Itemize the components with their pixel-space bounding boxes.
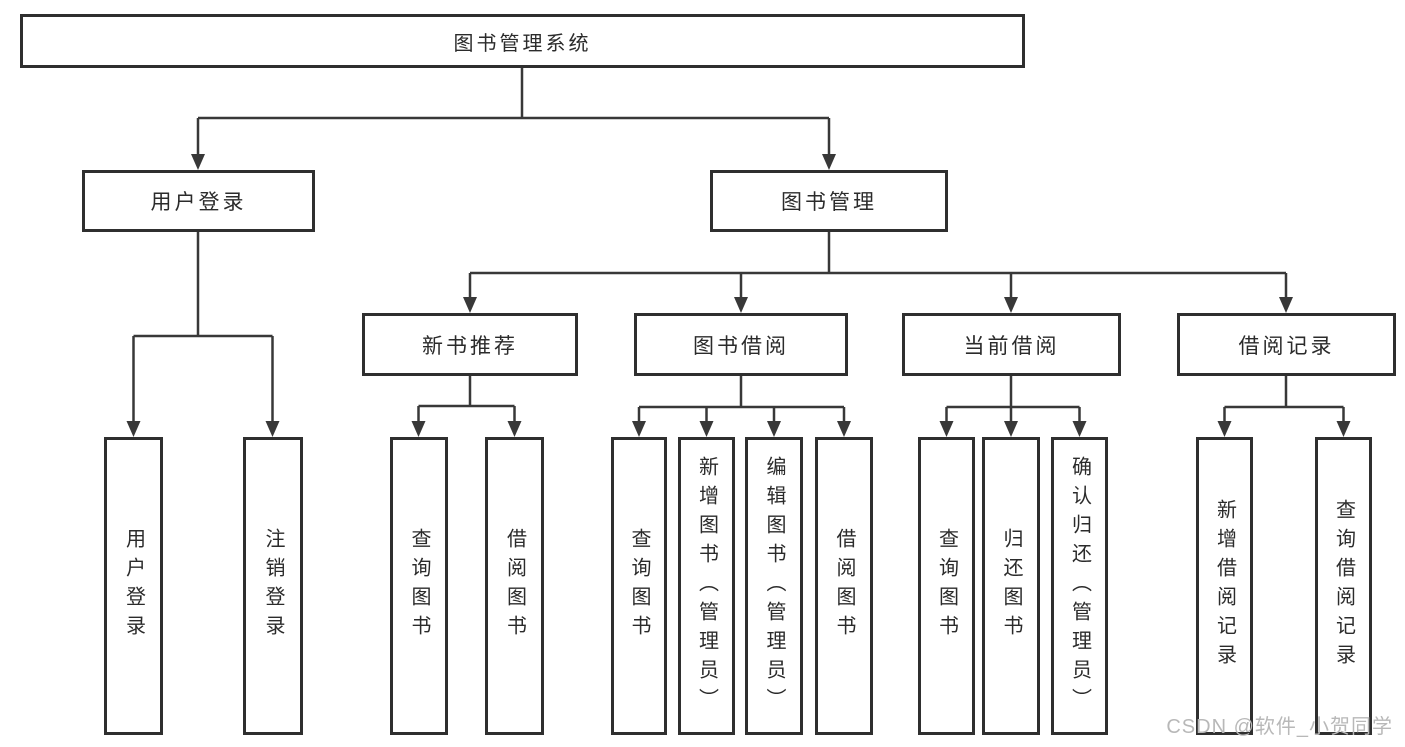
leaf-confirm-return-admin: 确认归还（管理员） [1051,437,1108,735]
arrow-icon [507,421,522,437]
arrow-icon [1336,421,1351,437]
arrow-icon [734,297,748,313]
arrow-icon [265,421,280,437]
arrow-icon [822,154,836,170]
leaf-return-books: 归还图书 [982,437,1040,735]
node-book-borrow: 图书借阅 [634,313,848,376]
node-borrow-records: 借阅记录 [1177,313,1396,376]
arrow-icon [1217,421,1232,437]
watermark: CSDN @软件_小贺同学 [1166,716,1393,738]
leaf-logout: 注销登录 [243,437,303,735]
tree-edges [132,68,1345,423]
arrow-icon [767,421,781,437]
arrow-icon [126,421,141,437]
leaf-user-login: 用户登录 [104,437,163,735]
arrow-icon [632,421,646,437]
leaf-edit-books-admin: 编辑图书（管理员） [745,437,803,735]
arrow-icon [411,421,426,437]
arrow-icon [939,421,954,437]
node-new-book-recommend: 新书推荐 [362,313,578,376]
arrow-icon [191,154,205,170]
node-current-borrow: 当前借阅 [902,313,1121,376]
leaf-borrow-books-recommend: 借阅图书 [485,437,544,735]
node-user-login: 用户登录 [82,170,315,232]
arrow-icon [463,297,477,313]
node-book-management: 图书管理 [710,170,948,232]
arrow-icon [1279,297,1293,313]
arrow-icon [1072,421,1087,437]
arrow-icon [837,421,851,437]
arrow-icon [1004,421,1018,437]
leaf-query-borrow-record: 查询借阅记录 [1315,437,1372,735]
leaf-add-books-admin: 新增图书（管理员） [678,437,735,735]
arrow-icon [699,421,714,437]
leaf-query-books-borrow: 查询图书 [611,437,667,735]
leaf-query-books-current: 查询图书 [918,437,975,735]
leaf-borrow-books: 借阅图书 [815,437,873,735]
node-root-system: 图书管理系统 [20,14,1025,68]
arrow-icon [1004,297,1018,313]
leaf-query-books-recommend: 查询图书 [390,437,448,735]
arrowheads [126,154,1351,437]
leaf-add-borrow-record: 新增借阅记录 [1196,437,1253,735]
